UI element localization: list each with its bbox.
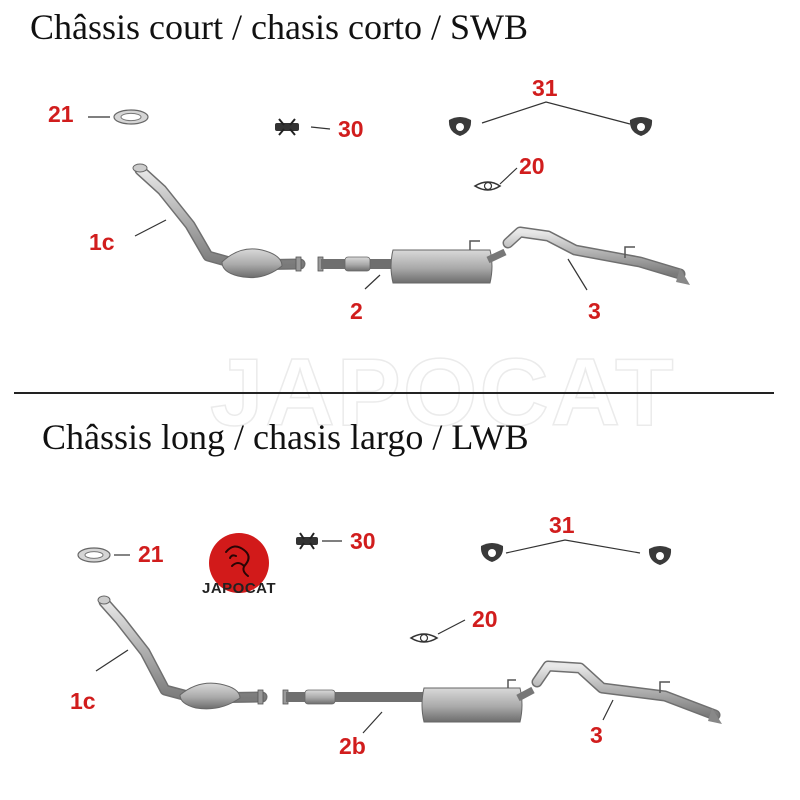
swb-clamp-30 — [275, 118, 299, 136]
lwb-leader-3 — [602, 699, 614, 721]
swb-leader-30 — [310, 126, 331, 130]
lwb-label-2b: 2b — [339, 733, 366, 759]
lwb-label-20: 20 — [472, 606, 498, 632]
lwb-leader-1c — [95, 649, 129, 672]
lwb-middle-section-2b — [282, 679, 535, 723]
lwb-label-21: 21 — [138, 541, 164, 567]
lwb-leader-31 — [505, 539, 641, 554]
lwb-label-1c: 1c — [70, 688, 96, 714]
swb-leader-3 — [567, 258, 588, 291]
swb-label-20: 20 — [519, 153, 545, 179]
lwb-gasket-20 — [409, 633, 439, 643]
swb-leader-1c — [134, 219, 167, 237]
title-long-chassis: Châssis long / chasis largo / LWB — [42, 417, 529, 457]
swb-leader-20 — [499, 167, 518, 185]
swb-gasket-20 — [473, 181, 502, 191]
lwb-hanger-31-left — [480, 543, 504, 562]
swb-label-3: 3 — [588, 298, 601, 324]
lwb-tail-pipe-3 — [531, 660, 722, 724]
swb-leader-2 — [364, 274, 381, 290]
swb-ring-21 — [113, 109, 149, 125]
swb-parts — [88, 101, 690, 291]
lwb-label-31: 31 — [549, 512, 575, 538]
logo-text: JAPOCAT — [202, 580, 277, 597]
lwb-hanger-31-right — [648, 546, 672, 565]
lwb-parts — [77, 532, 722, 734]
swb-label-30: 30 — [338, 116, 364, 142]
lwb-ring-21 — [77, 547, 111, 563]
swb-tail-pipe-3 — [502, 226, 690, 285]
swb-hanger-31-left — [448, 117, 472, 136]
lwb-clamp-30 — [296, 532, 318, 550]
swb-middle-section-2 — [317, 240, 507, 284]
lwb-label-3: 3 — [590, 722, 603, 748]
lwb-label-30: 30 — [350, 528, 376, 554]
swb-front-pipe-1c — [132, 163, 306, 279]
swb-label-2: 2 — [350, 298, 363, 324]
swb-leader-31 — [481, 101, 631, 125]
swb-label-31: 31 — [532, 75, 558, 101]
lwb-front-pipe-1c — [97, 595, 268, 710]
lwb-leader-20 — [437, 619, 466, 635]
japocat-logo: JAPOCAT — [196, 530, 286, 610]
section-divider — [14, 392, 774, 394]
swb-hanger-31-right — [629, 117, 653, 136]
lwb-leader-2b — [362, 711, 383, 734]
title-short-chassis: Châssis court / chasis corto / SWB — [30, 7, 528, 47]
swb-label-21: 21 — [48, 101, 74, 127]
logo-mark-icon — [209, 533, 269, 593]
swb-label-1c: 1c — [89, 229, 115, 255]
